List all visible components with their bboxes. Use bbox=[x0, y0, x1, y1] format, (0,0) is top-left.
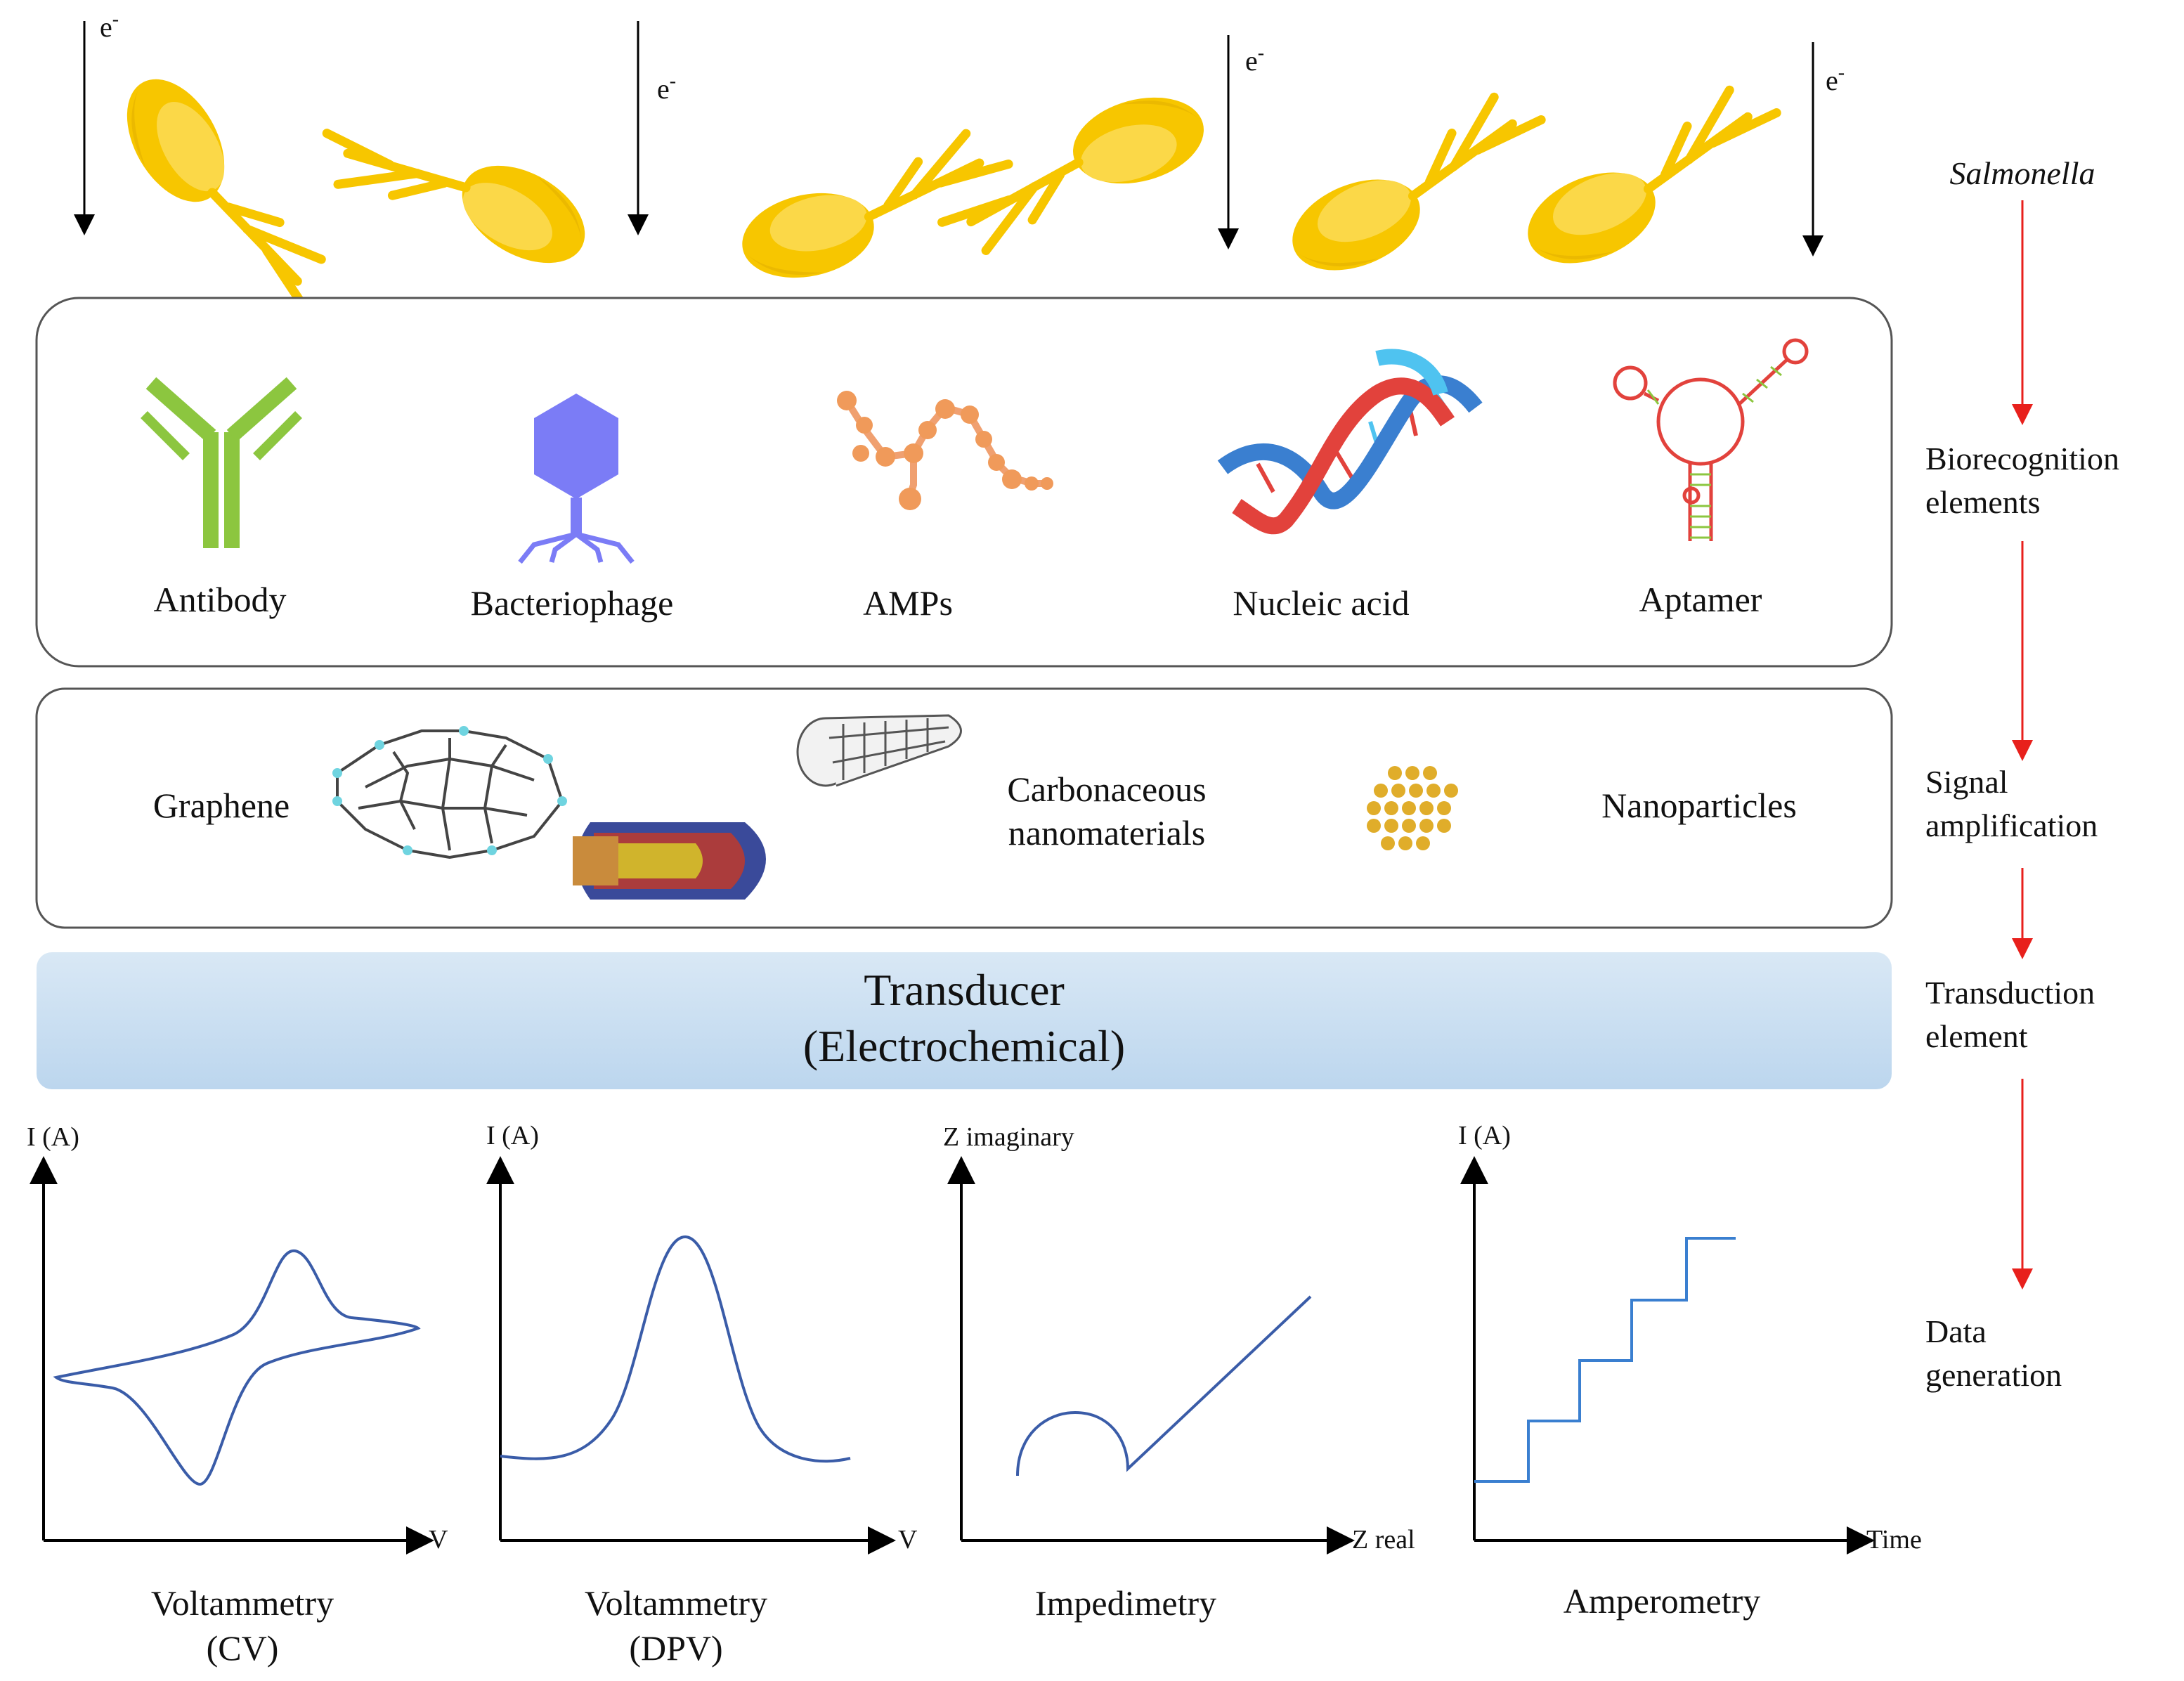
plot-amperometry-title: Amperometry bbox=[1564, 1581, 1760, 1621]
organism-label: Salmonella bbox=[1950, 155, 2095, 191]
biorecognition-label-aptamer: Aptamer bbox=[1639, 580, 1762, 619]
graphene-label: Graphene bbox=[153, 786, 290, 825]
plot-cv-xlabel: V bbox=[429, 1525, 448, 1555]
plot-dpv-curve bbox=[500, 1235, 851, 1463]
stage-label-data-2: generation bbox=[1925, 1357, 2062, 1393]
biorecognition-panel: Antibody Bacteriophage AMPs bbox=[35, 297, 1893, 668]
stage-label-transduction-1: Transduction bbox=[1925, 975, 2095, 1011]
plot-cv: I (A) V Voltammetry (CV) bbox=[27, 1122, 448, 1668]
flow-column: Salmonella Biorecognition elements Signa… bbox=[1925, 155, 2119, 1393]
plot-impedance-ylabel: Z imaginary bbox=[943, 1122, 1074, 1152]
electron-label-3: e- bbox=[1245, 42, 1264, 77]
bacterium-5 bbox=[1269, 84, 1567, 288]
amplification-panel: Graphene bbox=[35, 687, 1893, 929]
transducer-subtitle: (Electrochemical) bbox=[803, 1021, 1125, 1071]
stage-label-biorecognition-2: elements bbox=[1925, 484, 2041, 520]
biorecognition-label-antibody: Antibody bbox=[154, 580, 287, 619]
biorecognition-label-nucleic-acid: Nucleic acid bbox=[1233, 583, 1409, 623]
stage-label-transduction-2: element bbox=[1925, 1018, 2028, 1054]
electron-label-1: e- bbox=[100, 8, 119, 43]
plot-impedance: Z imaginary Z real Impedimetry bbox=[943, 1122, 1415, 1623]
plot-cv-title-2: (CV) bbox=[207, 1628, 279, 1668]
stage-label-amplification-2: amplification bbox=[1925, 807, 2098, 843]
plot-dpv-xlabel: V bbox=[898, 1525, 918, 1555]
bacterium-6 bbox=[1504, 77, 1802, 281]
plot-dpv: I (A) V Voltammetry (DPV) bbox=[486, 1121, 918, 1668]
bacterium-2 bbox=[308, 74, 602, 306]
carbonaceous-label-1: Carbonaceous bbox=[1007, 770, 1206, 809]
plot-amperometry-ylabel: I (A) bbox=[1458, 1121, 1511, 1150]
electron-label-4: e- bbox=[1826, 62, 1845, 96]
stage-label-amplification-1: Signal bbox=[1925, 764, 2008, 800]
plot-impedance-title: Impedimetry bbox=[1035, 1583, 1216, 1623]
bacteriophage-icon bbox=[518, 394, 635, 564]
carbonaceous-label-2: nanomaterials bbox=[1008, 813, 1205, 852]
plot-cv-ylabel: I (A) bbox=[27, 1122, 79, 1152]
plot-dpv-title-1: Voltammetry bbox=[585, 1583, 767, 1623]
plot-cv-title-1: Voltammetry bbox=[151, 1583, 334, 1623]
stage-label-biorecognition-1: Biorecognition bbox=[1925, 441, 2119, 476]
plot-dpv-title-2: (DPV) bbox=[629, 1628, 722, 1668]
amps-icon bbox=[837, 391, 1053, 510]
plot-amperometry-curve bbox=[1474, 1237, 1736, 1483]
nanoparticles-icon bbox=[1367, 766, 1458, 850]
stage-label-data-1: Data bbox=[1925, 1313, 1987, 1349]
plots-row: I (A) V Voltammetry (CV) I (A) V Voltamm… bbox=[27, 1121, 1922, 1668]
carbon-nanotube-colored-icon bbox=[573, 822, 766, 900]
carbon-nanotube-gray-icon bbox=[796, 714, 962, 787]
plot-impedance-curve bbox=[1016, 1295, 1312, 1476]
aptamer-icon bbox=[1613, 338, 1809, 541]
plot-cv-curve bbox=[53, 1249, 421, 1486]
antibody-icon bbox=[139, 377, 304, 548]
plot-impedance-xlabel: Z real bbox=[1352, 1525, 1415, 1555]
biorecognition-label-bacteriophage: Bacteriophage bbox=[471, 583, 674, 623]
biorecognition-label-amps: AMPs bbox=[863, 583, 953, 623]
electron-label-2: e- bbox=[657, 70, 676, 105]
plot-amperometry-xlabel: Time bbox=[1866, 1525, 1922, 1555]
dna-icon bbox=[1217, 349, 1483, 535]
graphene-icon bbox=[332, 726, 567, 859]
transducer-bar: Transducer (Electrochemical) bbox=[37, 952, 1892, 1089]
plot-dpv-ylabel: I (A) bbox=[486, 1121, 539, 1150]
nanoparticles-label: Nanoparticles bbox=[1601, 786, 1797, 825]
plot-amperometry: I (A) Time Amperometry bbox=[1458, 1121, 1922, 1621]
electron-arrows: e- e- e- e- bbox=[74, 8, 1845, 257]
transducer-title: Transducer bbox=[864, 965, 1065, 1015]
